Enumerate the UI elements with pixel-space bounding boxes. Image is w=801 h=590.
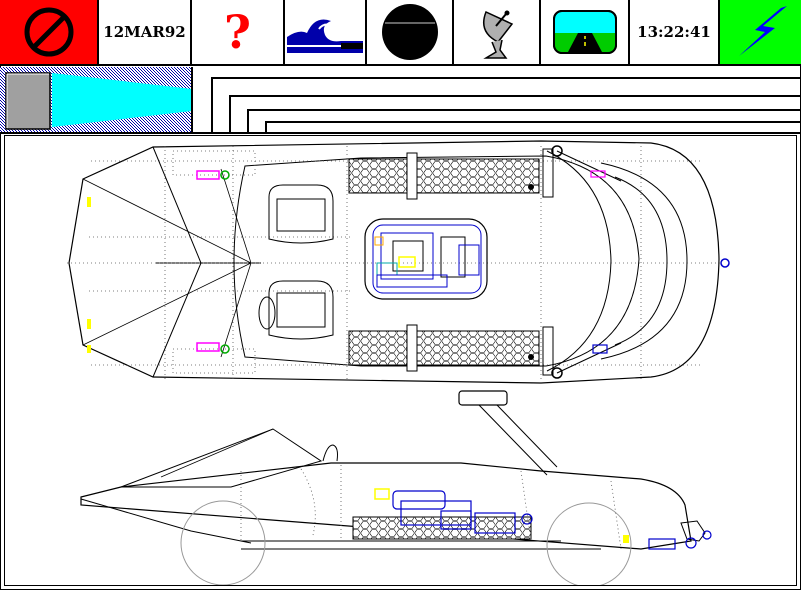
time-display: 13:22:41 (630, 0, 720, 66)
road-view-button[interactable] (541, 0, 630, 66)
moon-button[interactable] (367, 0, 454, 66)
drawing-canvas[interactable] (4, 135, 797, 586)
satellite-button[interactable] (454, 0, 541, 66)
satellite-dish-icon (482, 10, 513, 59)
wave-icon (287, 19, 363, 53)
time-label: 13:22:41 (637, 23, 711, 41)
status-bar (0, 67, 801, 134)
top-view (67, 140, 730, 384)
stop-button[interactable] (0, 0, 99, 66)
tow-hitch-icon (623, 520, 712, 550)
step-lines-icon (211, 77, 801, 132)
help-button[interactable]: ? (192, 0, 285, 66)
front-suspension-icon (590, 170, 608, 354)
lightning-icon (738, 6, 787, 56)
rear-suspension-icon (196, 170, 230, 354)
toolbar: 12MAR92 ? (0, 0, 801, 67)
date-display: 12MAR92 (99, 0, 192, 66)
side-view (80, 390, 712, 585)
road-view-icon (552, 10, 617, 54)
wave-button[interactable] (285, 0, 367, 66)
stop-icon (24, 7, 73, 57)
date-label: 12MAR92 (103, 23, 186, 41)
power-button[interactable] (720, 0, 801, 66)
help-icon: ? (224, 5, 251, 59)
moon-icon (381, 4, 438, 60)
scroll-handle-icon[interactable] (5, 72, 51, 130)
